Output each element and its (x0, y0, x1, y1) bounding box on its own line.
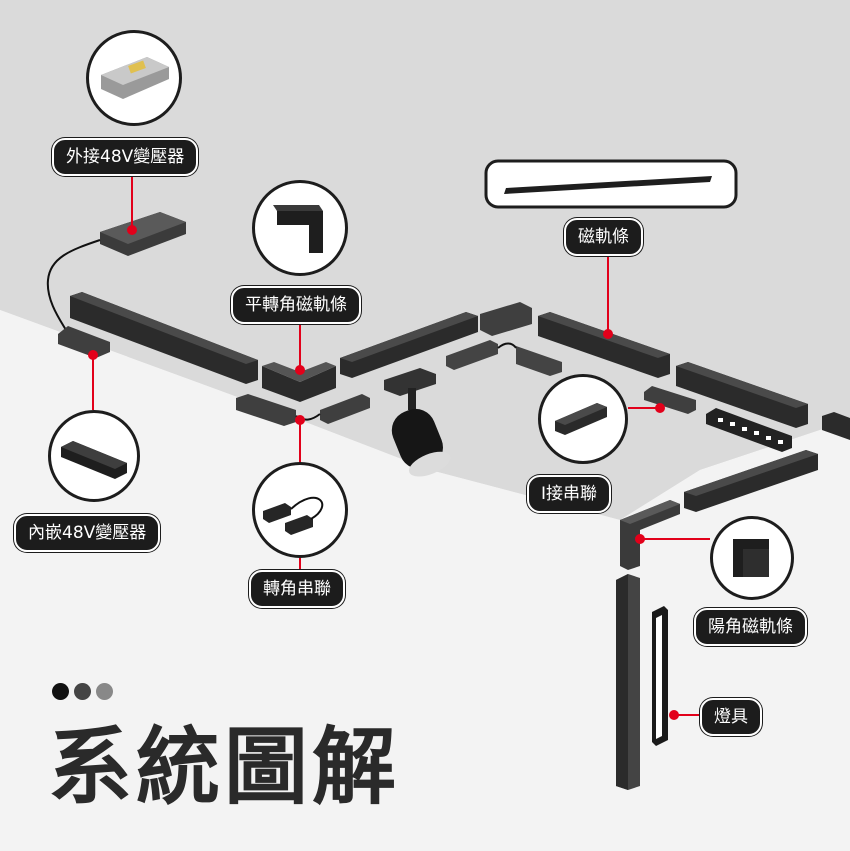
i-connector-callout (538, 374, 628, 464)
builtin-driver-module (58, 326, 110, 358)
vertical-luminaire (652, 606, 668, 746)
ceiling-plane (0, 0, 850, 520)
outer-corner-rail (620, 500, 680, 570)
label-builtin-driver: 內嵌48V變壓器 (14, 514, 161, 552)
i-connector-right (644, 386, 696, 414)
magnetic-rail-callout-box (484, 159, 738, 209)
label-external-driver: 外接48V變壓器 (52, 138, 199, 176)
dot-1 (52, 683, 69, 700)
grille-light (706, 408, 792, 452)
label-corner-connector: 轉角串聯 (249, 570, 345, 608)
decorative-dots (52, 683, 113, 700)
label-flat-corner-rail: 平轉角磁軌條 (231, 286, 361, 324)
rail-segment-left (70, 292, 258, 384)
label-i-connector: I接串聯 (527, 475, 612, 513)
builtin-driver-callout (48, 410, 140, 502)
label-magnetic-rail: 磁軌條 (564, 218, 643, 256)
outer-corner-callout (710, 516, 794, 600)
dot-3 (96, 683, 113, 700)
corner-connector-callout (252, 462, 348, 558)
power-supply-callout (86, 30, 182, 126)
dot-2 (74, 683, 91, 700)
label-luminaire: 燈具 (700, 698, 762, 736)
flat-corner-callout (252, 180, 348, 276)
rail-segment-right (538, 312, 850, 440)
label-outer-corner-rail: 陽角磁軌條 (694, 608, 807, 646)
page-title: 系統圖解 (48, 717, 401, 816)
external-driver-box (100, 212, 186, 256)
driver-cable (46, 239, 101, 331)
rail-segment-vertical (616, 574, 640, 790)
rail-segment-middle (340, 312, 478, 378)
spotlight (384, 368, 451, 477)
i-connector-parts (446, 302, 562, 376)
leader-dots (88, 225, 679, 720)
rail-segment-lower (684, 450, 818, 512)
